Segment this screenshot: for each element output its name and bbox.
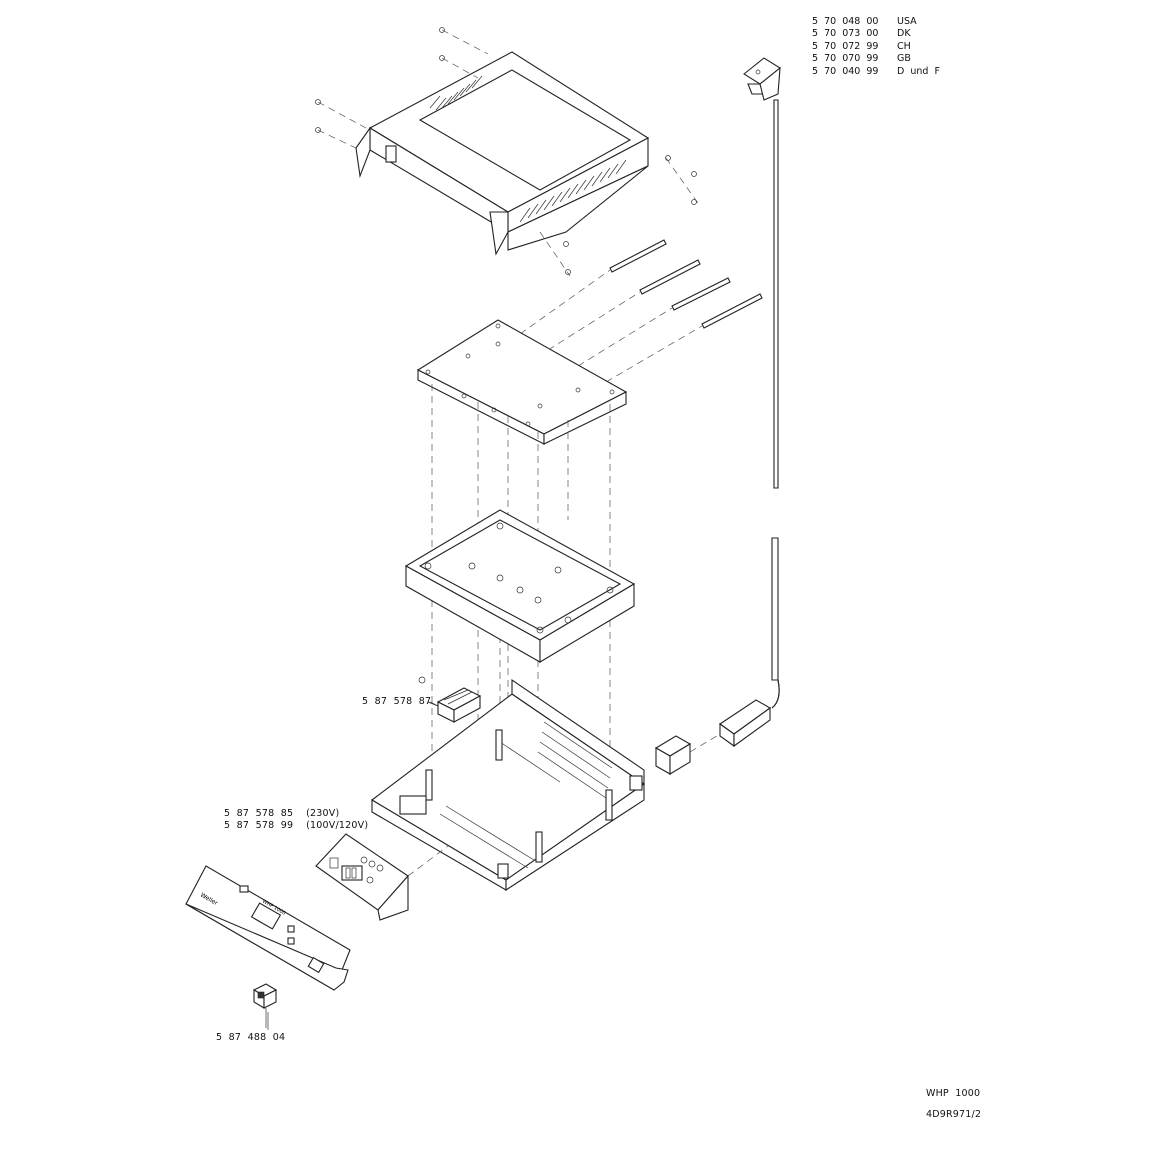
top-cover <box>355 51 650 256</box>
leader-lines <box>267 701 439 1030</box>
support-rods <box>519 239 763 383</box>
front-panel: Weller WHP 1000 <box>185 865 351 991</box>
model-name: WHP 1000 <box>926 1088 981 1099</box>
plug-variant-country: CH <box>897 40 911 52</box>
relay-part-number: 5 87 578 87 <box>362 696 432 707</box>
board-part-number-100v: 5 87 578 99 (100V/120V) <box>224 820 369 831</box>
plug-variant-number: 5 70 040 99 <box>812 65 879 77</box>
plug-variant-number: 5 70 073 00 <box>812 28 879 40</box>
heating-plate <box>416 319 628 445</box>
drawing-number: 4D9R971/2 <box>926 1109 982 1120</box>
plug-variant-number: 5 70 070 99 <box>812 53 879 65</box>
switch-part-number: 5 87 488 04 <box>216 1032 286 1043</box>
plug-variant-country: DK <box>897 28 911 40</box>
plug-variant-number: 5 70 048 00 <box>812 16 879 27</box>
plug-variant-country: USA <box>897 16 917 27</box>
control-board <box>315 833 449 921</box>
plug-variant-country: D und F <box>897 65 940 77</box>
plug-variant-number: 5 70 072 99 <box>812 40 879 52</box>
cover-screws <box>315 27 701 277</box>
mains-cable <box>654 57 781 775</box>
inner-tray <box>404 509 636 663</box>
power-switch <box>252 983 278 1028</box>
board-part-number-230v: 5 87 578 85 (230V) <box>224 808 340 819</box>
base-chassis <box>371 678 645 892</box>
relay-component <box>418 676 482 723</box>
plug-variant-country: GB <box>897 53 911 65</box>
